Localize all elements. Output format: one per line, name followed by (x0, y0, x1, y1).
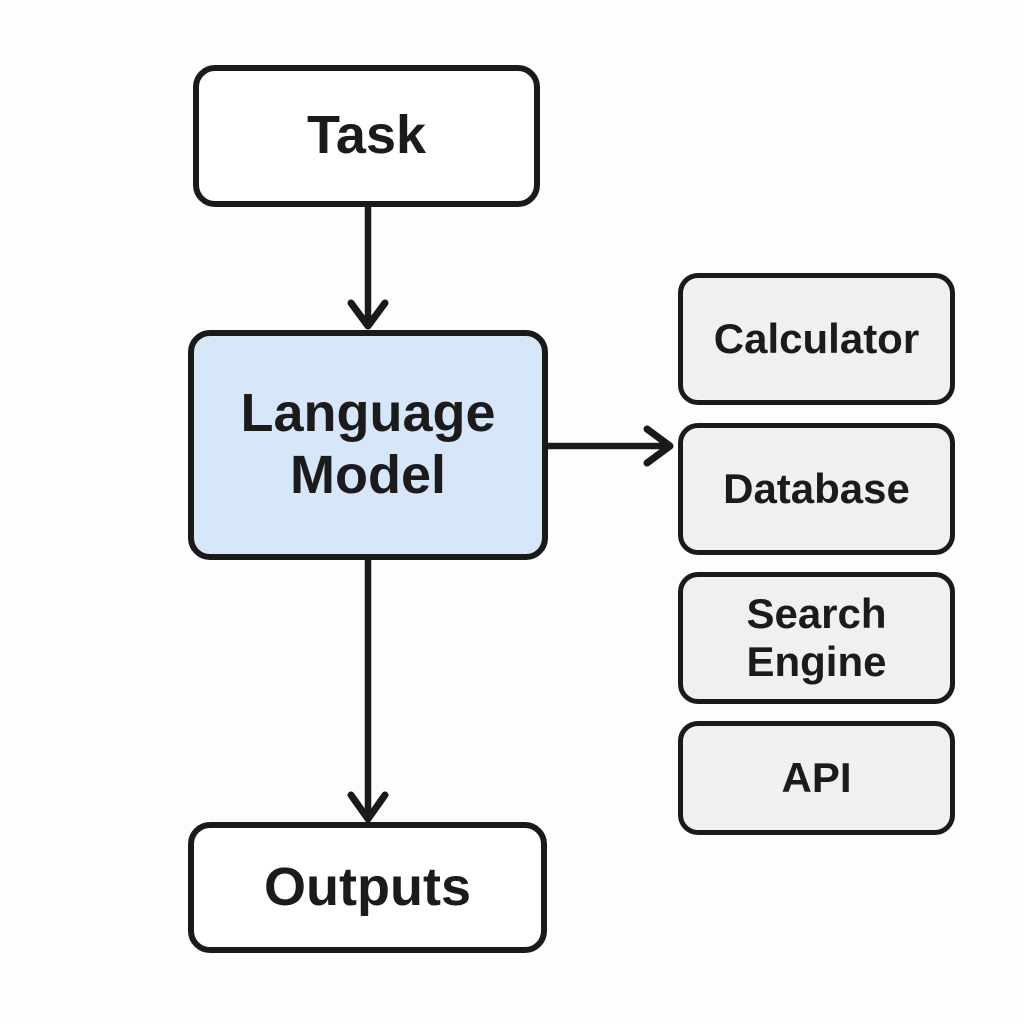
node-outputs: Outputs (188, 822, 547, 953)
arrow-language-model-to-outputs (347, 560, 389, 823)
node-search-engine: Search Engine (678, 572, 955, 704)
node-database: Database (678, 423, 955, 555)
node-calculator: Calculator (678, 273, 955, 405)
node-task: Task (193, 65, 540, 207)
arrow-task-to-language-model (347, 207, 389, 330)
arrow-language-model-to-tools (548, 425, 674, 467)
node-language-model: Language Model (188, 330, 548, 560)
node-api: API (678, 721, 955, 835)
